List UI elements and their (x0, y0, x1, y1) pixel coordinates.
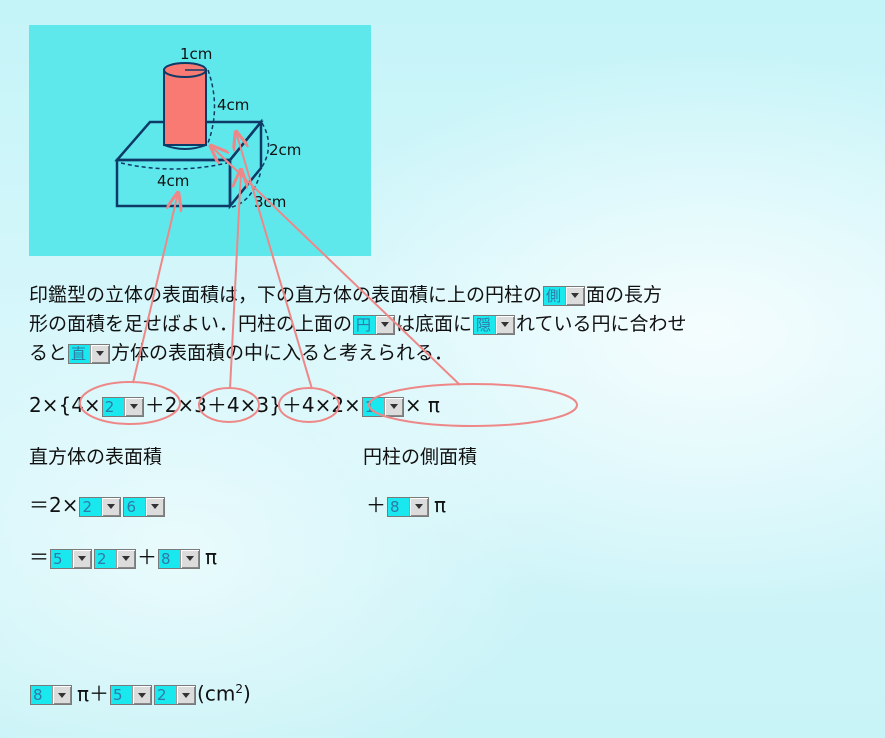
chevron-down-icon[interactable] (123, 397, 143, 416)
label-radius: 1cm (180, 45, 212, 63)
heading-cylinder: 円柱の側面積 (363, 446, 478, 468)
chevron-down-icon[interactable] (72, 549, 91, 568)
chevron-down-icon[interactable] (90, 344, 110, 363)
eq-part: ＋ (366, 493, 386, 517)
solid-figure: 1cm 4cm 2cm 4cm 3cm (29, 25, 371, 256)
box-height-arc (261, 122, 270, 168)
formula-row: 2×{4×2 ＋2×3＋4×3}＋4×2×1 × π (29, 393, 440, 417)
dropdown-value: 6 (126, 497, 137, 516)
eq-part: π (205, 545, 218, 569)
text-segment: 方体の表面積の中に入ると考えられる． (111, 342, 454, 364)
eq-part: ＝ (29, 545, 49, 569)
chevron-down-icon[interactable] (145, 497, 165, 516)
height-arc (207, 69, 216, 144)
figure-drawing: 1cm 4cm 2cm 4cm 3cm (114, 45, 301, 211)
dropdown-formula-1[interactable]: 1 (361, 396, 404, 417)
dropdown-r2-b[interactable]: 2 (94, 548, 136, 569)
text-segment: れている円に合わせ (516, 313, 687, 335)
dropdown-ans-a[interactable]: 8 (30, 685, 72, 706)
dropdown-r2-a[interactable]: 5 (50, 548, 92, 569)
dropdown-circle[interactable]: 円 (353, 314, 396, 335)
cylinder-body (163, 69, 207, 146)
label-box-width: 4cm (157, 172, 189, 190)
eq-part: ＝2× (29, 493, 79, 517)
text-segment: は底面に (396, 313, 473, 335)
dropdown-value: 1 (364, 397, 375, 416)
chevron-down-icon[interactable] (383, 397, 403, 416)
dropdown-hidden[interactable]: 隠 (473, 314, 516, 335)
dropdown-value: 8 (161, 549, 171, 568)
unit-text: ) (242, 681, 251, 706)
chevron-down-icon[interactable] (101, 497, 121, 516)
cuboid-row-1: ＝2×2 6 (29, 493, 166, 517)
explanation-line-1: 印鑑型の立体の表面積は，下の直方体の表面積に上の円柱の側 面の長方 (29, 283, 662, 307)
cylinder-row: ＋8 π (366, 493, 446, 517)
dropdown-formula-2[interactable]: 2 (101, 396, 144, 417)
unit-exponent: 2 (235, 682, 243, 696)
chevron-down-icon[interactable] (52, 686, 71, 705)
dropdown-value: 隠 (476, 315, 492, 334)
dropdown-r1-a[interactable]: 2 (79, 496, 122, 517)
chevron-down-icon[interactable] (565, 286, 585, 305)
dropdown-value: 5 (113, 686, 123, 705)
formula-part: ＋2×3＋4×3}＋4×2× (144, 393, 361, 417)
dropdown-value: 円 (356, 315, 372, 334)
cylinder-bottom (163, 144, 207, 150)
formula-part: 2×{4× (29, 393, 101, 417)
chevron-down-icon[interactable] (176, 686, 196, 705)
label-height: 4cm (217, 96, 249, 114)
dropdown-value: 2 (104, 397, 115, 416)
dropdown-ans-c[interactable]: 2 (154, 685, 197, 706)
dropdown-r2-c[interactable]: 8 (158, 548, 200, 569)
chevron-down-icon[interactable] (116, 549, 135, 568)
dropdown-value: 8 (390, 497, 400, 516)
heading-cuboid: 直方体の表面積 (29, 446, 163, 468)
dropdown-r1-b[interactable]: 6 (123, 496, 166, 517)
explanation-line-2: 形の面積を足せばよい．円柱の上面の円 は底面に隠 れている円に合わせ (29, 312, 686, 336)
dropdown-value: 側 (546, 286, 562, 305)
dropdown-value: 2 (157, 686, 167, 705)
dropdown-value: 2 (97, 549, 107, 568)
eq-part: π (434, 493, 447, 517)
chevron-down-icon[interactable] (375, 315, 395, 334)
chevron-down-icon[interactable] (132, 686, 152, 705)
cuboid-row-2: ＝5 2 ＋8 π (29, 545, 217, 569)
chevron-down-icon[interactable] (409, 497, 428, 516)
eq-part: ＋ (89, 681, 110, 706)
dropdown-straight[interactable]: 直 (68, 343, 111, 364)
dropdown-value: 2 (82, 497, 93, 516)
label-box-height: 2cm (269, 141, 301, 159)
dropdown-ans-b[interactable]: 5 (110, 685, 153, 706)
text-segment: 印鑑型の立体の表面積は，下の直方体の表面積に上の円柱の (29, 284, 543, 306)
formula-part: × π (404, 393, 440, 417)
label-box-depth: 3cm (254, 193, 286, 211)
dropdown-cyl[interactable]: 8 (387, 496, 429, 517)
text-segment: 形の面積を足せばよい．円柱の上面の (29, 313, 353, 335)
eq-part: π (77, 681, 90, 706)
dropdown-value: 直 (71, 344, 87, 363)
text-segment: ると (29, 342, 68, 364)
box-width-arc (120, 162, 228, 170)
dropdown-value: 8 (33, 686, 43, 705)
text-segment: 面の長方 (586, 284, 663, 306)
chevron-down-icon[interactable] (180, 549, 199, 568)
dropdown-side[interactable]: 側 (543, 285, 586, 306)
eq-part: ＋ (137, 545, 157, 569)
explanation-line-3: ると直 方体の表面積の中に入ると考えられる． (29, 341, 453, 365)
chevron-down-icon[interactable] (495, 315, 515, 334)
unit-text: (cm (197, 681, 236, 706)
dropdown-value: 5 (53, 549, 63, 568)
